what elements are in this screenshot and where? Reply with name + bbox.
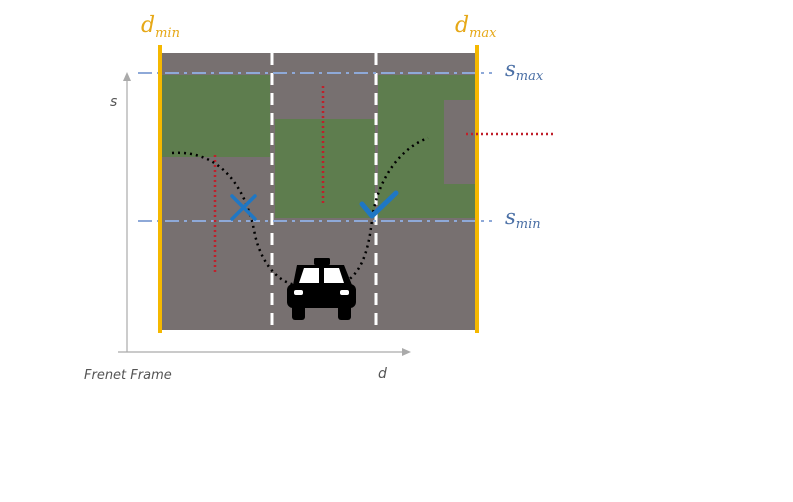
axes xyxy=(118,72,411,356)
grass-patch-middle xyxy=(275,119,375,218)
check-mark-icon xyxy=(359,190,399,219)
d-max-label: dmax xyxy=(455,13,497,41)
road-cutout-right xyxy=(444,100,476,184)
grass-patch-left xyxy=(162,75,270,157)
s-max-label: smax xyxy=(505,57,544,84)
d-min-label: dmin xyxy=(141,13,180,41)
d-axis-label: d xyxy=(378,366,387,382)
s-min-label: smin xyxy=(505,205,541,232)
cross-mark-icon xyxy=(230,194,257,221)
taxi-icon xyxy=(287,258,356,320)
path-left-rejected xyxy=(171,151,303,287)
frame-label: Frenet Frame xyxy=(84,368,172,383)
s-axis-label: s xyxy=(110,94,118,110)
